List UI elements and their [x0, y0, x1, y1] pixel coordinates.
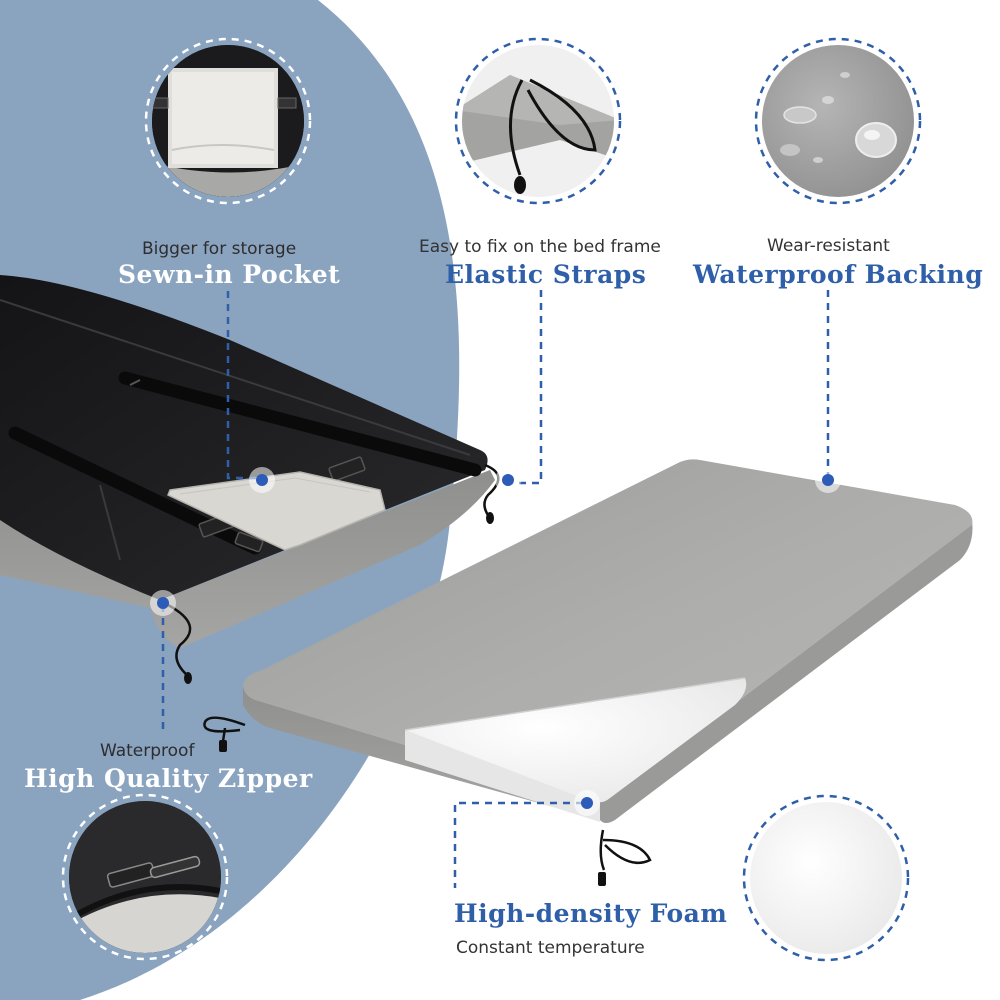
pocket-title: Sewn-in Pocket	[118, 260, 341, 289]
pocket-subtitle: Bigger for storage	[142, 239, 297, 259]
zipper-title: High Quality Zipper	[24, 764, 313, 793]
backing-detail-photo	[754, 37, 922, 205]
straps-title: Elastic Straps	[445, 260, 647, 289]
foam-detail-photo	[742, 794, 910, 962]
strap-detail-photo	[454, 37, 622, 205]
mattress-gray-side	[203, 459, 973, 886]
foam-title: High-density Foam	[454, 899, 728, 928]
mattress-black-side	[0, 275, 500, 684]
straps-subtitle: Easy to fix on the bed frame	[419, 237, 661, 257]
backing-subtitle: Wear-resistant	[767, 236, 890, 256]
callout-dots	[150, 467, 841, 816]
zipper-subtitle: Waterproof	[100, 741, 195, 761]
backing-title: Waterproof Backing	[693, 260, 984, 289]
pocket-detail-photo	[144, 37, 312, 205]
foam-subtitle: Constant temperature	[456, 938, 645, 958]
